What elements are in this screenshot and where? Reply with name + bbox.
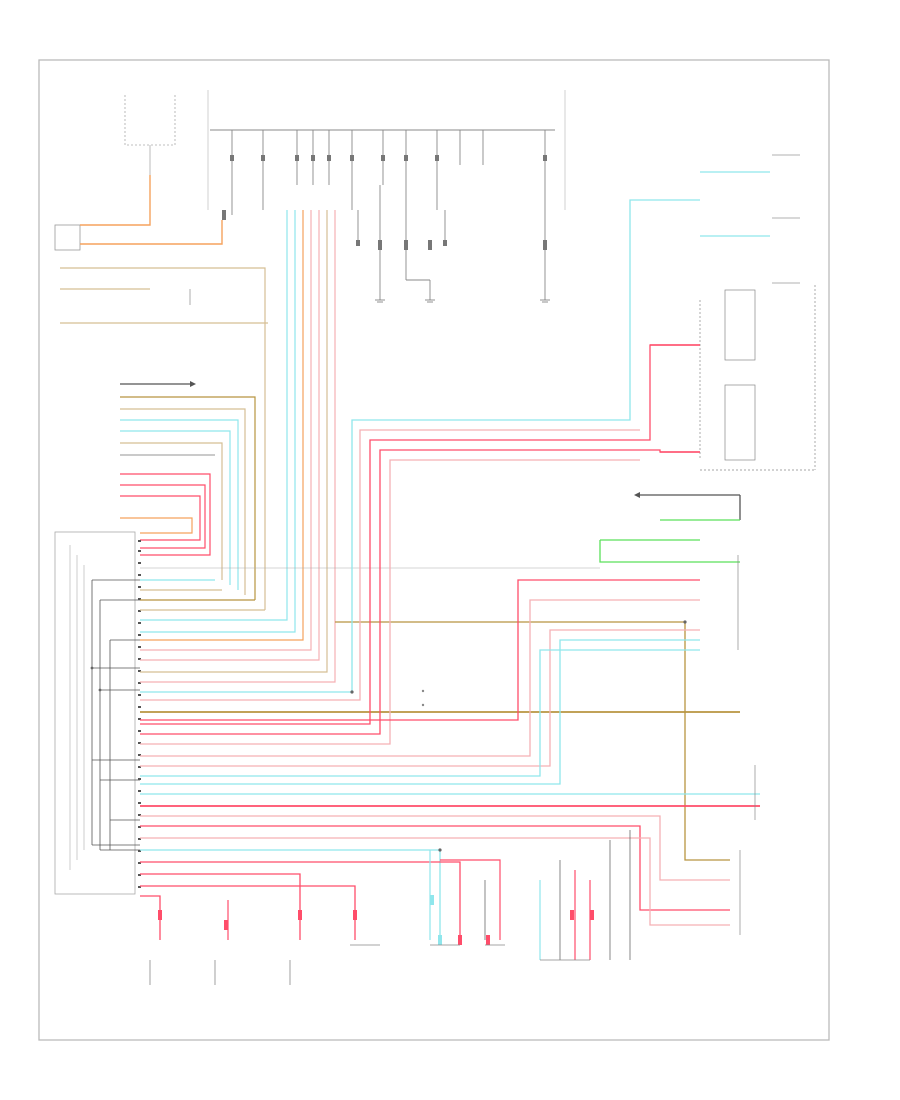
left-sensor-box <box>54 224 81 251</box>
top-left-fuse-block <box>124 95 176 175</box>
center-legend <box>421 689 425 707</box>
top-right-cyan-wires <box>700 171 770 237</box>
module-black-lines <box>92 579 140 851</box>
bottom-pins <box>158 910 594 945</box>
diagram-frame <box>38 59 830 1041</box>
module-pins <box>138 540 141 888</box>
bottom-ground-lines <box>149 944 590 985</box>
upper-left-tan-wires <box>60 267 268 610</box>
bottom-cyan-pins <box>430 895 442 945</box>
bottom-connector-wires <box>227 830 631 960</box>
orange-wires <box>80 175 223 245</box>
module-horizontal-wires <box>140 199 760 940</box>
right-module <box>699 285 816 471</box>
right-red-wires <box>650 344 700 453</box>
splice-dot-icon <box>90 620 687 852</box>
bus-pins <box>222 155 547 250</box>
main-module <box>54 531 136 895</box>
vertical-bus-wires <box>140 210 336 683</box>
middle-connector-wires <box>120 381 256 600</box>
top-right-sockets <box>772 154 800 284</box>
ground-symbol-icon <box>375 299 550 303</box>
mid-right-wires <box>599 492 741 563</box>
right-connector-brackets <box>737 555 756 935</box>
